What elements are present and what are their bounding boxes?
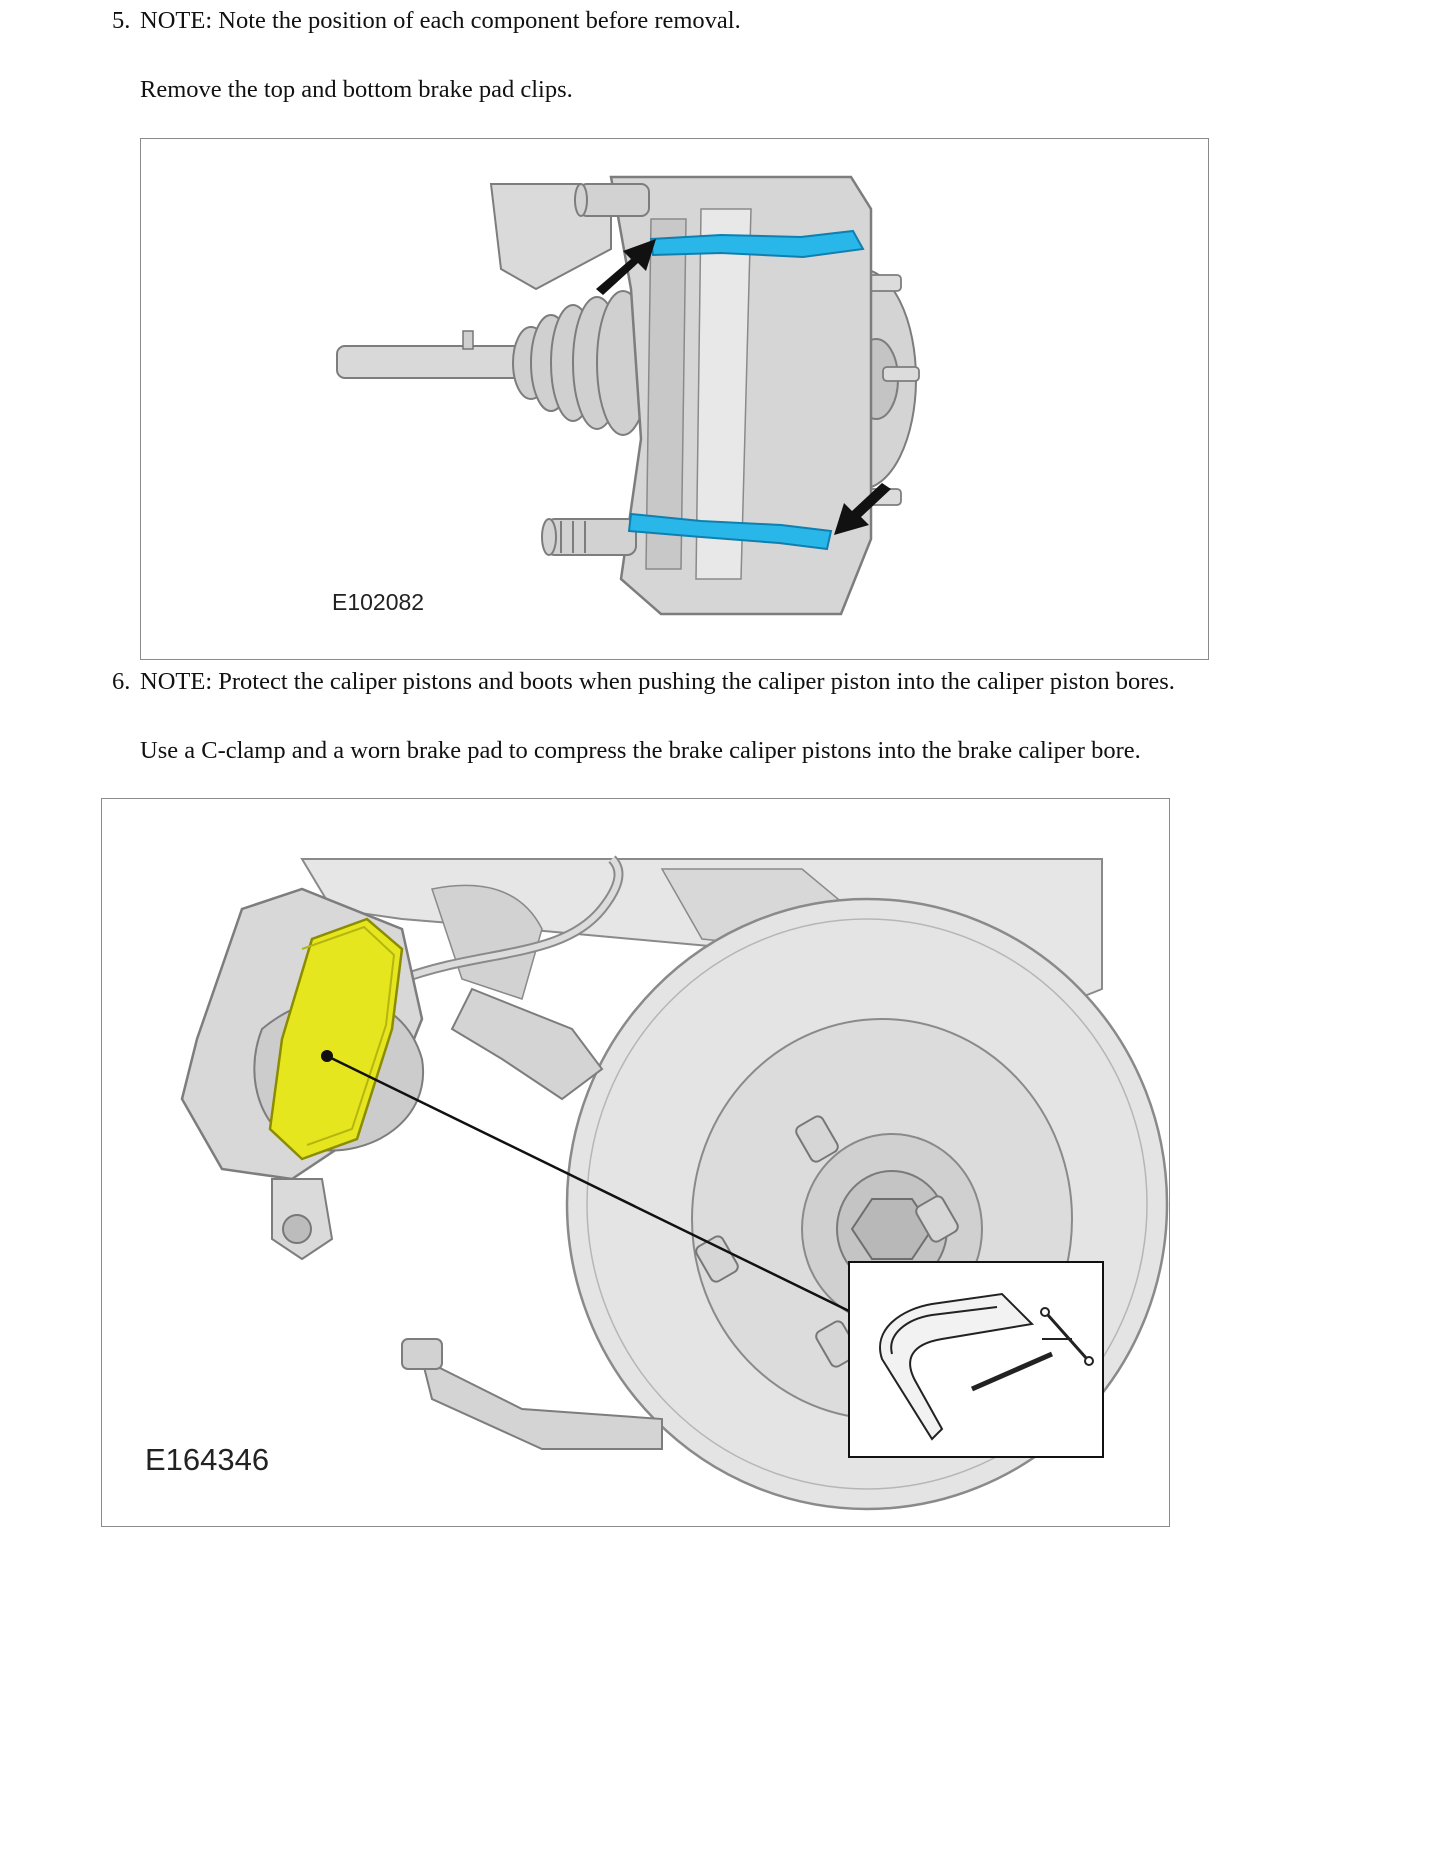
drive-shaft <box>336 345 528 379</box>
figure-compress-caliper-pistons: E164346 <box>101 798 1170 1527</box>
figure-code: E164346 <box>145 1442 270 1477</box>
upper-guide-pin <box>574 183 650 217</box>
step-note: NOTE: Note the position of each componen… <box>140 7 741 34</box>
top-brake-pad-clip <box>649 229 865 259</box>
leader-line <box>326 1054 850 1313</box>
figure-brake-pad-clips: E102082 <box>140 138 1209 660</box>
arrow-top-clip <box>596 239 656 295</box>
step-number: 6. <box>112 668 131 695</box>
step-instruction: Use a C-clamp and a worn brake pad to co… <box>140 737 1141 764</box>
leader-dot <box>321 1050 333 1062</box>
cv-boot <box>512 290 650 436</box>
caliper-compression-illustration <box>180 855 1169 1511</box>
lower-guide-pin <box>541 518 637 556</box>
caliper-bracket <box>450 987 604 1101</box>
bottom-brake-pad-clip <box>627 512 833 551</box>
hub-nut <box>850 1198 934 1260</box>
worn-brake-pad <box>268 917 404 1161</box>
figure-code: E102082 <box>332 589 425 615</box>
c-clamp-icon <box>879 1292 1094 1441</box>
step-note: NOTE: Protect the caliper pistons and bo… <box>140 668 1175 695</box>
arrow-bottom-clip <box>834 483 891 535</box>
step-number: 5. <box>112 7 131 34</box>
step-instruction: Remove the top and bottom brake pad clip… <box>140 76 573 103</box>
brake-assembly-illustration <box>336 175 920 616</box>
